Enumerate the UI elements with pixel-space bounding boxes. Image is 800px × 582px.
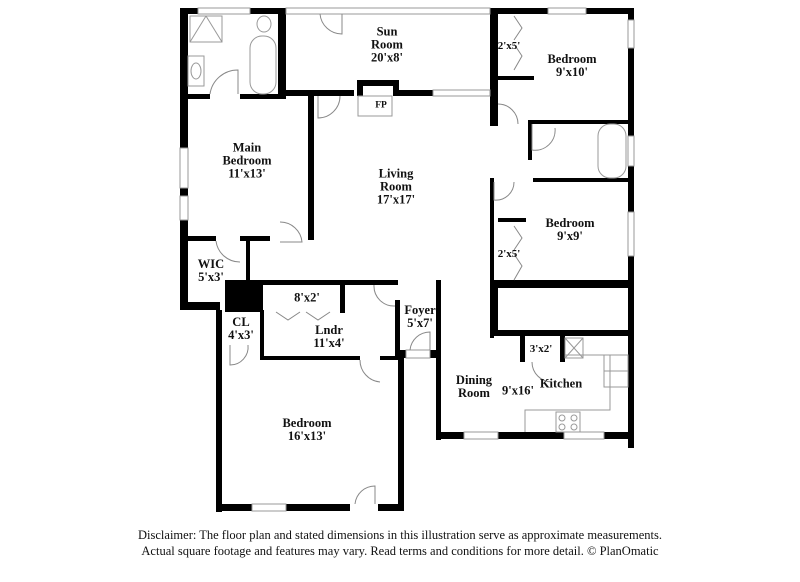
room-name: Bedroom xyxy=(222,153,272,168)
living-room-label: Living Room 17'x17' xyxy=(376,166,416,207)
room-name: WIC xyxy=(197,257,225,271)
cl-label: CL 4'x3' xyxy=(228,316,254,342)
room-dims: 11'x13' xyxy=(228,166,266,181)
room-dims: 20'x8' xyxy=(371,50,403,65)
dining-kitchen-dims: 9'x16' xyxy=(502,383,534,398)
wic-label: WIC 5'x3' xyxy=(198,258,224,284)
room-name: Bedroom xyxy=(547,52,597,66)
bedroom-ne-label: Bedroom 9'x10' xyxy=(547,53,596,79)
room-name: Room xyxy=(371,37,403,52)
room-dims: 4'x3' xyxy=(228,328,254,342)
kitchen-label: Kitchen xyxy=(539,376,583,391)
disclaimer: Disclaimer: The floor plan and stated di… xyxy=(0,527,800,559)
room-dims: 16'x13' xyxy=(287,429,327,443)
windows xyxy=(179,7,635,512)
room-name: Room xyxy=(458,386,490,400)
room-name: Bedroom xyxy=(282,416,332,430)
room-name: CL xyxy=(232,315,250,329)
room-name: Bedroom xyxy=(545,216,595,230)
room-dims: 9'x9' xyxy=(557,229,583,243)
room-name: Lndr xyxy=(315,323,343,337)
room-name: Main xyxy=(232,140,262,155)
disclaimer-line-2: Actual square footage and features may v… xyxy=(141,544,659,558)
room-dims: 5'x7' xyxy=(407,316,433,330)
room-name: Sun xyxy=(376,24,398,39)
room-dims: 9'x10' xyxy=(556,65,588,79)
room-dims: 17'x17' xyxy=(376,192,416,207)
doors xyxy=(209,13,556,505)
room-name: Dining xyxy=(455,373,493,387)
bedroom-sw-label: Bedroom 16'x13' xyxy=(282,417,331,443)
disclaimer-line-1: Disclaimer: The floor plan and stated di… xyxy=(138,528,662,542)
bedroom-e-label: Bedroom 9'x9' xyxy=(545,217,594,243)
fixtures xyxy=(187,15,629,433)
dining-room-label: Dining Room xyxy=(456,374,492,400)
room-dims: 5'x3' xyxy=(198,270,224,284)
laundry-label: Lndr 11'x4' xyxy=(313,324,344,350)
room-name: Foyer xyxy=(404,303,436,317)
closet-8x2-label: 8'x2' xyxy=(294,290,320,305)
room-name: Room xyxy=(380,179,412,194)
sun-room-label: Sun Room 20'x8' xyxy=(371,24,403,65)
fireplace-label: FP xyxy=(375,100,387,111)
foyer-label: Foyer 5'x7' xyxy=(404,304,435,330)
pantry-label: 3'x2' xyxy=(529,343,553,355)
room-dims: 11'x4' xyxy=(313,336,345,350)
walls xyxy=(180,8,634,512)
room-name: Living xyxy=(378,166,414,181)
closet-ne-label: 2'x5' xyxy=(497,40,521,52)
closet-e-label: 2'x5' xyxy=(497,248,521,260)
main-bedroom-label: Main Bedroom 11'x13' xyxy=(222,140,272,181)
